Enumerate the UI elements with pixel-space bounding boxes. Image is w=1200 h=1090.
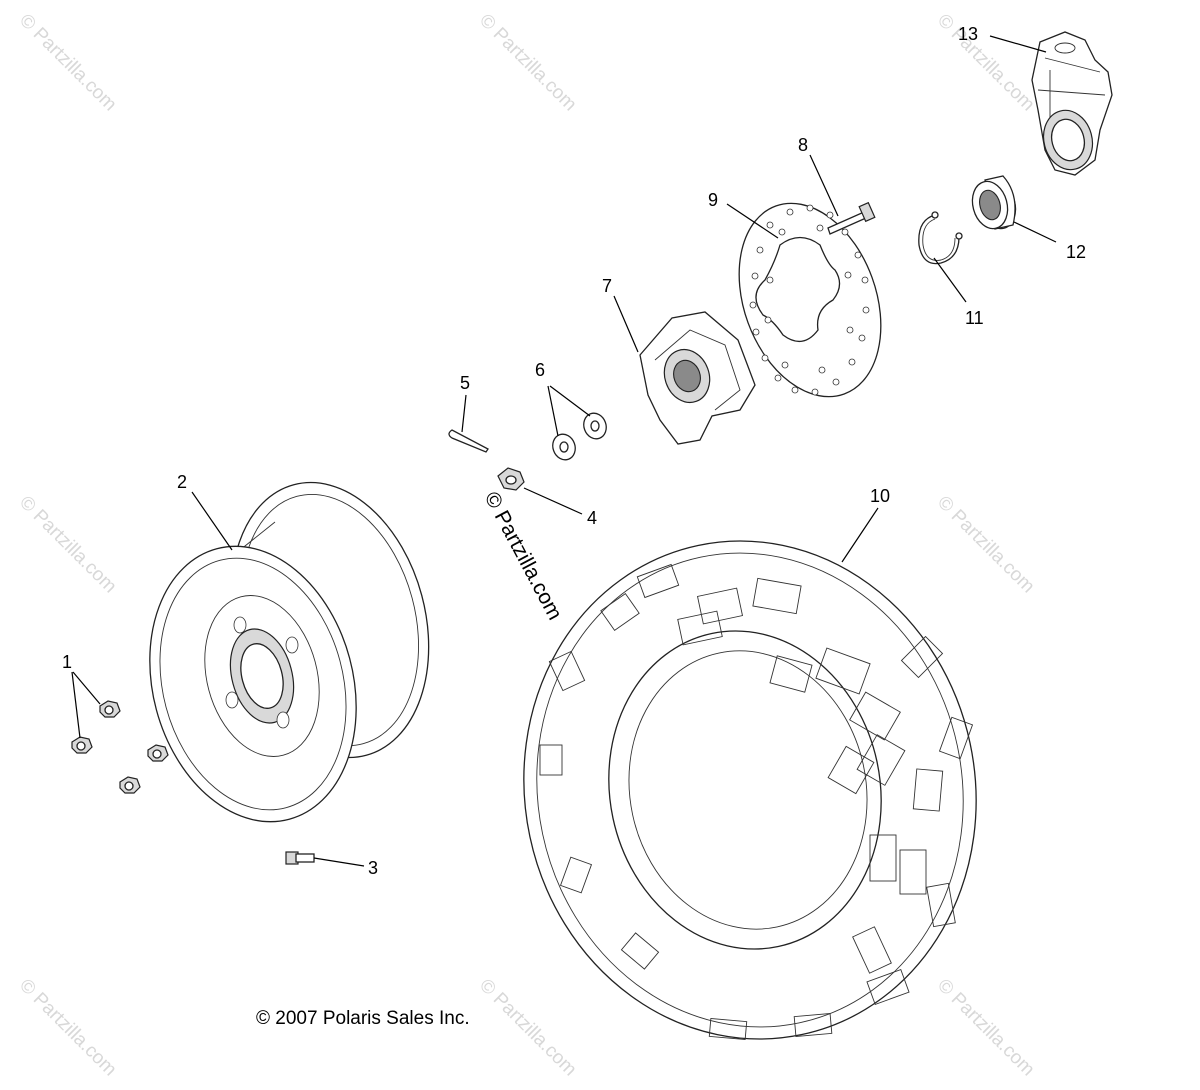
tire-tread-blocks [539,563,974,1041]
callout-8: 8 [798,135,808,155]
part-1-lug-nuts [71,700,169,794]
callout-9: 9 [708,190,718,210]
leader-13 [989,35,1047,53]
leader-5 [461,394,467,433]
callout-11: 11 [965,308,984,328]
part-9-brake-disc [738,202,882,398]
leader-12 [1013,221,1057,243]
callout-1: 1 [62,652,72,672]
callout-12: 12 [1066,242,1086,262]
leader-6b [549,385,591,417]
part-11-snap-ring [918,211,963,265]
leader-3 [313,857,365,867]
part-8-bolt [827,201,876,235]
part-4-castle-nut [497,467,525,491]
part-2-wheel [149,481,430,823]
callout-2: 2 [177,472,187,492]
part-12-bearing [971,175,1017,230]
leader-6a [547,385,559,437]
callout-10: 10 [870,486,890,506]
leader-8 [809,154,839,217]
callout-13: 13 [958,24,978,44]
leader-4 [523,487,583,515]
leader-9 [726,203,779,239]
part-3-valve-stem [285,851,315,865]
callout-6: 6 [535,360,545,380]
part-5-cotter-pin [448,429,489,453]
part-10-tire [523,540,977,1041]
callout-4: 4 [587,508,597,528]
leader-7 [613,295,639,353]
callout-7: 7 [602,276,612,296]
callout-3: 3 [368,858,378,878]
part-6-washers [552,412,607,461]
part-13-knuckle [1031,31,1113,176]
callout-numbers: 1 2 3 4 5 6 7 8 9 10 11 12 13 [62,24,1086,878]
leader-1a [72,671,101,705]
callout-5: 5 [460,373,470,393]
leader-2 [191,491,233,551]
leader-lines [71,35,1057,867]
leader-1b [71,671,81,739]
brake-disc-holes [749,204,870,396]
leader-10 [841,507,879,563]
copyright-notice: © 2007 Polaris Sales Inc. [256,1008,470,1029]
part-7-hub [639,311,756,445]
leader-11 [933,257,967,303]
